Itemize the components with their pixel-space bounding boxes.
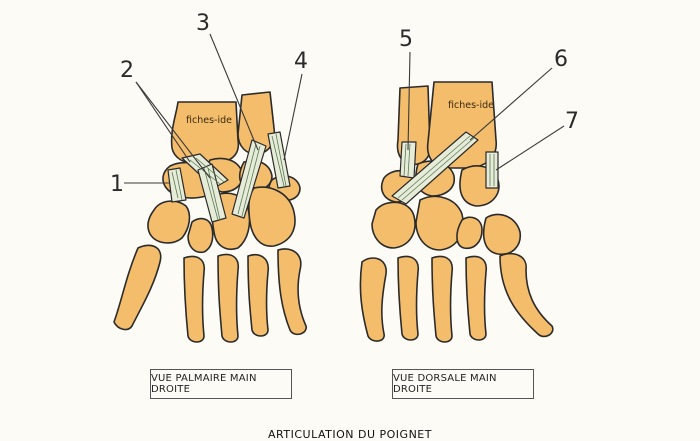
- leader-2a: [135, 81, 191, 163]
- metacarpal-4-dorsal: [397, 255, 420, 341]
- page-title: ARTICULATION DU POIGNET: [268, 428, 432, 441]
- metacarpal-4: [247, 254, 270, 337]
- leader-6: [469, 67, 553, 141]
- ligament-4: [267, 131, 291, 189]
- leader-2b: [135, 81, 211, 179]
- leader-7: [495, 125, 565, 171]
- label-2: 2: [120, 58, 134, 83]
- metacarpal-2-dorsal: [465, 255, 488, 341]
- label-6: 6: [554, 47, 568, 72]
- trapezoid-bone: [187, 217, 214, 254]
- label-3: 3: [196, 11, 210, 36]
- palmar-view: fiches-ide 1 2: [110, 11, 308, 343]
- ligament-7: [485, 151, 499, 189]
- label-5: 5: [399, 27, 413, 52]
- metacarpal-5-dorsal: [359, 257, 387, 342]
- ligament-fibers-dorsal: [397, 135, 495, 201]
- ligament-1: [167, 167, 187, 203]
- dorsal-ligaments: [391, 131, 499, 205]
- metacarpal-1: [113, 244, 162, 331]
- metacarpal-3-dorsal: [431, 255, 454, 343]
- ligament-6: [391, 131, 479, 205]
- caption-dorsal-view: VUE DORSALE MAIN DROITE: [392, 369, 534, 399]
- dorsal-view: fiches-ide 5 6 7: [359, 27, 579, 343]
- caption-palmar-view: VUE PALMAIRE MAIN DROITE: [150, 369, 292, 399]
- leader-5: [407, 51, 411, 151]
- hamate-dorsal: [371, 201, 416, 249]
- leader-3: [209, 33, 259, 151]
- ligament-3: [231, 139, 267, 219]
- leader-4: [283, 73, 303, 161]
- metacarpal-2: [183, 255, 206, 343]
- ligament-2b: [197, 163, 227, 223]
- metacarpal-1-dorsal: [499, 252, 554, 338]
- trapezium-bone: [147, 200, 191, 244]
- label-7: 7: [565, 109, 579, 134]
- watermark-dorsal: fiches-ide: [448, 100, 494, 111]
- metacarpal-3: [217, 253, 240, 343]
- hamate-bone: [248, 186, 296, 247]
- capitate-dorsal: [415, 195, 464, 251]
- label-4: 4: [294, 49, 308, 74]
- metacarpal-5: [277, 248, 307, 336]
- trapezoid-dorsal: [456, 216, 483, 250]
- label-1: 1: [110, 172, 124, 197]
- watermark: fiches-ide: [186, 115, 232, 126]
- radius-bone: [170, 101, 240, 165]
- trapezium-dorsal: [482, 213, 522, 256]
